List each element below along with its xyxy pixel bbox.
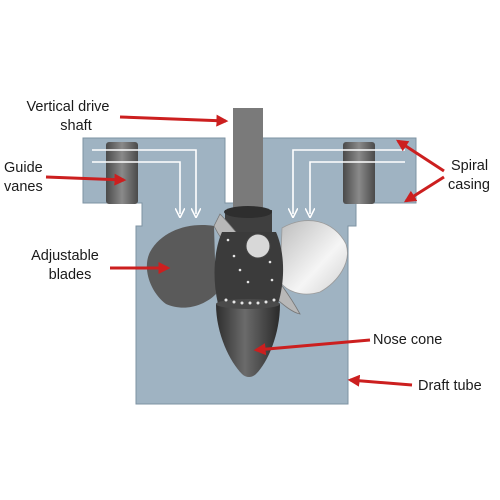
drive-shaft <box>233 108 263 210</box>
label-adjustable-line2: blades <box>49 267 92 283</box>
adjustable-blade-right <box>279 220 348 295</box>
adjustable-blade-left <box>146 225 216 308</box>
nose-cone-shape <box>216 304 280 377</box>
label-spiral-line2: casing <box>448 177 490 193</box>
flow-arrows-left <box>92 149 196 214</box>
label-guide-line1: Guide <box>4 160 43 176</box>
label-vertical-drive-line1: Vertical drive <box>26 99 109 115</box>
arrow-draft-tube <box>347 374 413 387</box>
label-adjustable-line1: Adjustable <box>31 248 99 264</box>
guide-vane-right <box>343 142 375 204</box>
arrow-nose-cone <box>253 338 371 356</box>
arrow-drive-shaft <box>119 114 229 127</box>
nose-cone-rim <box>216 299 280 309</box>
flow-arrows-right <box>293 149 405 214</box>
rivets <box>224 238 276 305</box>
arrow-spiral-casing-bottom <box>403 175 445 203</box>
label-nose-cone: Nose cone <box>373 332 442 348</box>
label-draft-tube: Draft tube <box>418 378 482 394</box>
arrow-spiral-casing-top <box>395 139 445 173</box>
pointer-arrows <box>45 114 445 387</box>
guide-vane-left <box>106 142 138 204</box>
blade-pivot <box>245 233 271 259</box>
label-vertical-drive-line2: shaft <box>60 118 91 134</box>
label-spiral-line1: Spiral <box>451 158 488 174</box>
hub-collar <box>224 206 272 218</box>
arrow-guide-vanes <box>45 173 127 186</box>
label-guide-line2: vanes <box>4 179 43 195</box>
